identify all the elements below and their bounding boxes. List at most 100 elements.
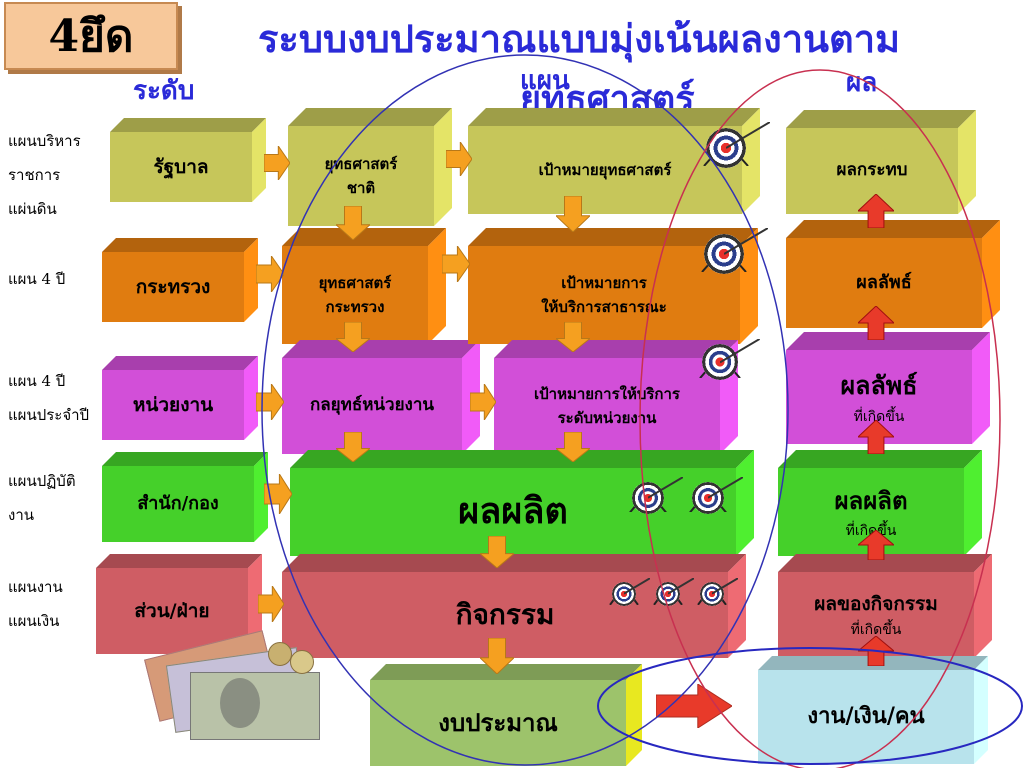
output-box-top — [290, 450, 754, 468]
strategy-ministry-top — [282, 228, 446, 246]
strategy-national-text-1: ชาติ — [346, 179, 376, 197]
arrow-down-strategy-3 — [336, 432, 370, 462]
result-outcome-occurred: ผลลัพธ์ที่เกิดขึ้น — [786, 332, 990, 444]
result-outcome: ผลลัพธ์ — [786, 220, 1000, 328]
target-agency-target-icon — [702, 344, 738, 380]
target-strategic-dart-icon — [726, 122, 770, 149]
strategy-agency-text-0: กลยุทธ์หน่วยงาน — [309, 395, 435, 416]
header-plan: แผน — [520, 66, 570, 96]
target-agency-service-front: เป้าหมายการให้บริการระดับหน่วยงาน — [494, 358, 720, 454]
target-output-1-dart-icon — [648, 477, 684, 499]
result-impact-text-0: ผลกระทบ — [836, 160, 908, 181]
side-label-section: แผนงาน แผนเงิน — [8, 578, 63, 630]
result-activity-occurred-text-0: ผลของกิจกรรม — [814, 592, 938, 615]
result-ellipse — [639, 69, 1001, 768]
arrow-down-strategy-1 — [336, 206, 370, 240]
money-image — [140, 630, 320, 746]
side-label-ministry: แผน 4 ปี — [8, 270, 66, 288]
target-agency-service-text-0: เป้าหมายการให้บริการ — [534, 385, 680, 403]
header-result: ผล — [846, 68, 878, 98]
strategy-agency-top — [282, 340, 480, 358]
result-output-occurred-text-0: ผลผลิต — [834, 485, 908, 515]
target-activity-3-dart-icon — [712, 578, 739, 595]
page-title: ระบบงบประมาณแบบมุ่งเน้นผลงานตาม — [258, 16, 901, 61]
budget-box: งบประมาณ — [370, 664, 642, 766]
result-outcome-occurred-top — [786, 332, 990, 350]
result-output-occurred: ผลผลิตที่เกิดขึ้น — [778, 450, 982, 556]
result-output-occurred-top — [778, 450, 982, 468]
level-government-front: รัฐบาล — [110, 132, 252, 202]
target-public-service: เป้าหมายการให้บริการสาธารณะ — [468, 228, 758, 344]
target-output-2-target-icon — [692, 482, 724, 514]
activity-box-text-0: กิจกรรม — [455, 597, 555, 631]
level-government-side — [252, 118, 266, 202]
arrow-down-target-3 — [556, 432, 590, 462]
result-outcome-top — [786, 220, 1000, 238]
level-section-text-0: ส่วน/ฝ่าย — [134, 599, 210, 622]
resources-box-side — [974, 656, 988, 764]
header-level: ระดับ — [133, 76, 195, 106]
result-output-occurred-text-1: ที่เกิดขึ้น — [845, 523, 897, 539]
strategy-ministry-text-1: กระทรวง — [325, 298, 385, 316]
resource-ellipse — [597, 647, 1023, 765]
resources-box-text-0: งาน/เงิน/คน — [807, 703, 925, 730]
level-division-text-0: สำนัก/กอง — [137, 492, 219, 514]
result-outcome-occurred-front: ผลลัพธ์ที่เกิดขึ้น — [786, 350, 972, 444]
strategy-ministry: ยุทธศาสตร์กระทรวง — [282, 228, 446, 344]
arrow-up-outcome — [858, 306, 894, 340]
level-government: รัฐบาล — [110, 118, 266, 202]
arrow-strategy-to-target-2 — [442, 246, 470, 282]
level-ministry: กระทรวง — [102, 238, 258, 322]
level-agency-text-0: หน่วยงาน — [132, 393, 214, 416]
budget-box-top — [370, 664, 642, 680]
arrow-down-output — [480, 536, 514, 568]
strategy-ministry-front: ยุทธศาสตร์กระทรวง — [282, 246, 428, 344]
target-agency-service: เป้าหมายการให้บริการระดับหน่วยงาน — [494, 340, 738, 454]
badge-4-yued: 4ยึด — [4, 2, 178, 70]
strategy-ministry-text-0: ยุทธศาสตร์ — [318, 274, 392, 292]
target-activity-1-dart-icon — [624, 578, 651, 595]
target-strategic-side — [742, 108, 760, 214]
level-government-top — [110, 118, 266, 132]
budget-box-front: งบประมาณ — [370, 680, 626, 766]
result-outcome-text-0: ผลลัพธ์ — [856, 271, 912, 293]
level-ministry-side — [244, 238, 258, 322]
arrow-strategy-to-target-3 — [470, 384, 496, 420]
level-ministry-top — [102, 238, 258, 252]
result-activity-occurred-side — [974, 554, 992, 658]
result-outcome-occurred-text-0: ผลลัพธ์ — [840, 370, 918, 400]
target-public-service-text-1: ให้บริการสาธารณะ — [541, 298, 667, 316]
arrow-down-strategy-2 — [336, 322, 370, 352]
target-activity-2-target-icon — [656, 582, 680, 606]
arrow-up-outcome-occurred — [858, 420, 894, 454]
result-impact-side — [958, 110, 976, 214]
target-agency-service-text-1: ระดับหน่วยงาน — [557, 409, 657, 427]
level-division-front: สำนัก/กอง — [102, 466, 254, 542]
output-box-text-0: ผลผลิต — [458, 490, 568, 533]
strategy-national-side — [434, 108, 452, 226]
target-public-service-front: เป้าหมายการให้บริการสาธารณะ — [468, 246, 740, 344]
target-activity-3-target-icon — [700, 582, 724, 606]
budget-box-text-0: งบประมาณ — [438, 707, 558, 737]
result-activity-occurred-top — [778, 554, 992, 572]
result-outcome-front: ผลลัพธ์ — [786, 238, 982, 328]
strategy-national-top — [288, 108, 452, 126]
result-activity-occurred-text-1: ที่เกิดขึ้น — [850, 622, 902, 638]
arrow-up-impact — [858, 194, 894, 228]
result-outcome-side — [982, 220, 1000, 328]
result-output-occurred-front: ผลผลิตที่เกิดขึ้น — [778, 468, 964, 556]
level-agency: หน่วยงาน — [102, 356, 258, 440]
arrow-down-target-1 — [556, 196, 590, 232]
level-agency-top — [102, 356, 258, 370]
level-division-side — [254, 452, 268, 542]
side-label-division: แผนปฏิบัติ งาน — [8, 472, 76, 524]
target-public-service-text-0: เป้าหมายการ — [561, 274, 647, 292]
level-ministry-text-0: กระทรวง — [135, 275, 211, 298]
output-box-front: ผลผลิต — [290, 468, 736, 556]
level-government-text-0: รัฐบาล — [153, 155, 209, 178]
target-activity-2-dart-icon — [668, 578, 695, 595]
side-label-gov: แผนบริหาร ราชการ แผ่นดิน — [8, 132, 81, 218]
level-agency-front: หน่วยงาน — [102, 370, 244, 440]
output-box: ผลผลิต — [290, 450, 754, 556]
activity-box-top — [282, 554, 746, 572]
